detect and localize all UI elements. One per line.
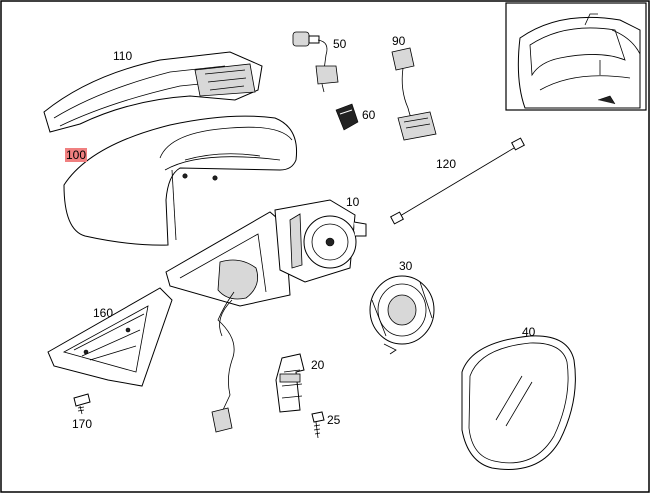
label-110[interactable]: 110 xyxy=(113,49,132,63)
label-10[interactable]: 10 xyxy=(346,195,360,209)
mirror-base-cable xyxy=(211,291,235,433)
label-100[interactable]: 100 xyxy=(66,148,86,162)
label-20[interactable]: 20 xyxy=(311,358,325,372)
label-50[interactable]: 50 xyxy=(333,37,347,51)
part-90-wiring-harness[interactable] xyxy=(391,47,437,141)
part-20-bracket[interactable] xyxy=(275,353,305,413)
label-40[interactable]: 40 xyxy=(522,325,536,339)
label-90[interactable]: 90 xyxy=(392,34,406,48)
label-120[interactable]: 120 xyxy=(436,157,456,171)
part-110-turn-signal[interactable] xyxy=(43,51,263,133)
label-170[interactable]: 170 xyxy=(72,417,92,431)
part-160-trim-cover[interactable] xyxy=(47,287,173,387)
part-30-actuator[interactable] xyxy=(369,275,435,355)
part-25-screw[interactable] xyxy=(311,411,325,439)
label-160[interactable]: 160 xyxy=(93,306,113,320)
part-100-mirror-cover[interactable] xyxy=(63,115,298,246)
callout-labels: 110 100 50 60 90 10 120 30 160 20 25 170… xyxy=(65,34,536,431)
label-25[interactable]: 25 xyxy=(327,413,341,427)
vehicle-location-inset xyxy=(505,2,647,111)
part-50-cable-connector[interactable] xyxy=(292,31,339,93)
label-60[interactable]: 60 xyxy=(362,108,376,122)
part-40-mirror-glass[interactable] xyxy=(461,335,576,470)
part-170-screw[interactable] xyxy=(73,393,91,415)
part-60-connector[interactable] xyxy=(335,103,359,131)
label-30[interactable]: 30 xyxy=(399,259,413,273)
label-100-highlight xyxy=(65,148,87,162)
part-120-wire[interactable] xyxy=(390,137,525,225)
part-10-mirror-base[interactable] xyxy=(165,199,367,307)
